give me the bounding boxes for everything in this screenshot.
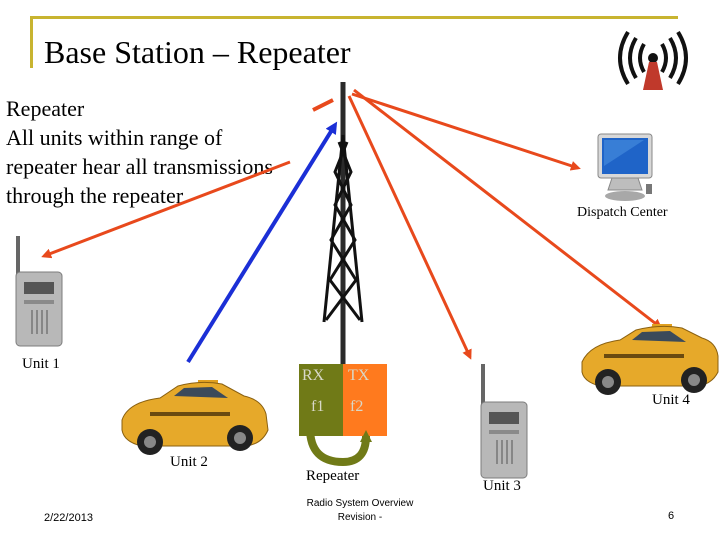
unit-3-label: Unit 3 [483, 478, 521, 494]
tx-label: TX [348, 367, 370, 384]
wifi-broadcast-icon [618, 30, 688, 90]
unit-4-label: Unit 4 [652, 392, 690, 408]
frame-left-line [30, 16, 33, 68]
body-line-1: Repeater [6, 96, 85, 121]
taxi-car-icon [581, 324, 719, 395]
downlink-arrow-unit3 [347, 95, 472, 360]
repeater-rx-block [299, 364, 343, 436]
handheld-radio-icon [480, 364, 528, 479]
repeater-loop-arrow [306, 427, 372, 467]
downlink-arrow-unit1 [41, 160, 291, 259]
frame-top-line [30, 16, 678, 19]
downlink-arrow-dispatch [351, 92, 581, 171]
rx-label: RX [302, 367, 325, 384]
f2-label: f2 [350, 398, 364, 415]
downlink-arrow-unit4 [353, 88, 663, 329]
uplink-arrow [186, 121, 338, 364]
repeater-tower [322, 82, 364, 366]
downlink-stub [312, 98, 334, 112]
body-line-2: All units within range of [6, 125, 223, 150]
f1-label: f1 [311, 398, 325, 415]
repeater-label: Repeater [306, 468, 360, 484]
body-text: Repeater All units within range of repea… [6, 94, 273, 210]
footer-date: 2/22/2013 [44, 512, 93, 524]
unit-2-label: Unit 2 [170, 454, 208, 470]
footer-page-number: 6 [668, 510, 675, 522]
taxi-car-icon [121, 380, 269, 455]
body-line-4: through the repeater [6, 183, 184, 208]
repeater-tx-block [343, 364, 387, 436]
footer-center-line-1: Radio System Overview [306, 498, 414, 509]
body-line-3: repeater hear all transmissions [6, 154, 273, 179]
slide-title: Base Station – Repeater [44, 34, 351, 70]
dispatch-center-label: Dispatch Center [577, 205, 668, 220]
footer-center: Radio System Overview Revision - [300, 497, 420, 525]
handheld-radio-icon [15, 236, 63, 347]
footer-center-line-2: Revision - [337, 512, 383, 523]
computer-monitor-icon [597, 133, 653, 201]
unit-1-label: Unit 1 [22, 356, 60, 372]
